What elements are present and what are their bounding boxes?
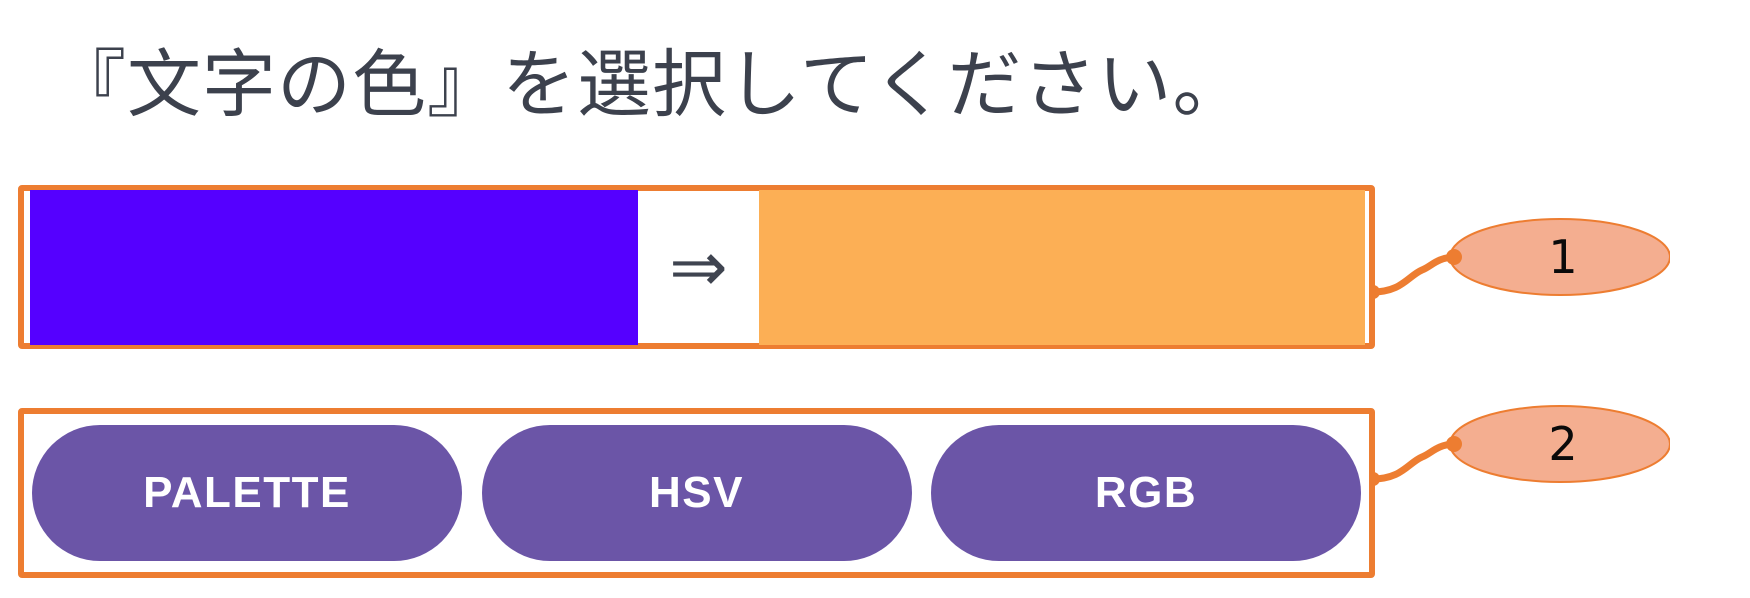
callout-2-endpoint-dot [1446, 436, 1462, 452]
callout-1-leader-line [1370, 253, 1458, 296]
callout-1-number: 1 [1548, 230, 1578, 284]
arrow-right-double-icon: ⇒ [669, 226, 728, 308]
new-color-swatch[interactable] [759, 189, 1365, 345]
page-title: 『文字の色』を選択してください。 [52, 41, 1248, 128]
current-color-swatch[interactable] [30, 189, 638, 345]
callout-marker-2: 2 [1370, 385, 1670, 505]
hsv-mode-button[interactable]: HSV [481, 425, 912, 561]
color-mode-button-group: PALETTE HSV RGB [18, 408, 1375, 578]
callout-2-graphic [1370, 405, 1670, 486]
callout-2-number: 2 [1548, 417, 1578, 471]
annotation-frame-color-modes [18, 408, 1375, 578]
callout-2-leader-line [1370, 440, 1458, 483]
callout-1-ellipse [1449, 218, 1670, 296]
palette-mode-button[interactable]: PALETTE [32, 425, 462, 561]
callout-1-graphic [1370, 218, 1670, 299]
callout-2-ellipse [1449, 405, 1670, 483]
color-preview-row: ⇒ [18, 185, 1375, 349]
rgb-mode-button[interactable]: RGB [931, 425, 1361, 561]
callout-marker-1: 1 [1370, 198, 1670, 318]
callout-1-endpoint-dot [1446, 249, 1462, 265]
